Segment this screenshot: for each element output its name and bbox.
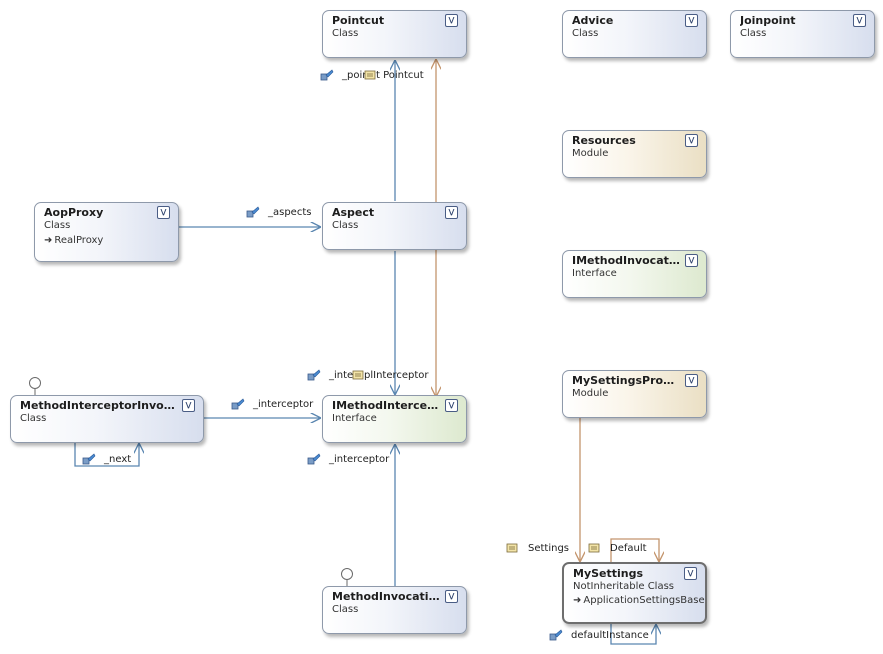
shape-title: MethodInterceptorInvoker bbox=[20, 399, 184, 412]
shape-resources[interactable]: Resources Module ⋁ bbox=[562, 130, 707, 178]
shape-kind: NotInheritable Class bbox=[573, 581, 675, 592]
association-invoker-next[interactable] bbox=[74, 442, 139, 467]
chevron-double-down-icon[interactable]: ⋁ bbox=[685, 374, 698, 387]
shape-aopproxy[interactable]: AopProxy Class ➜RealProxy ⋁ bbox=[34, 202, 179, 262]
association-mysettings-defaultinstance[interactable] bbox=[610, 624, 656, 645]
shape-kind: Class bbox=[332, 604, 359, 615]
connector-label-pointcut-property: t Pointcut bbox=[376, 70, 424, 81]
property-icon bbox=[506, 543, 518, 553]
connector-label-default-instance: defaultInstance bbox=[571, 630, 649, 641]
chevron-double-down-icon[interactable]: ⋁ bbox=[685, 134, 698, 147]
shape-title: Joinpoint bbox=[740, 14, 796, 27]
chevron-double-down-icon[interactable]: ⋁ bbox=[445, 14, 458, 27]
shape-kind: Interface bbox=[332, 413, 377, 424]
shape-imethodinterceptor[interactable]: IMethodInterceptor Interface ⋁ bbox=[322, 395, 467, 443]
shape-methodinvocation[interactable]: MethodInvocation Class ⋁ bbox=[322, 586, 467, 634]
shape-imethodinvocation[interactable]: IMethodInvocation Interface ⋁ bbox=[562, 250, 707, 298]
connector-label-settings: Settings bbox=[528, 543, 570, 554]
shape-pointcut[interactable]: Pointcut Class ⋁ bbox=[322, 10, 467, 58]
chevron-double-down-icon[interactable]: ⋁ bbox=[685, 14, 698, 27]
shape-kind: Class bbox=[20, 413, 47, 424]
field-icon bbox=[307, 453, 321, 465]
shape-title: MySettings bbox=[573, 567, 644, 580]
shape-advice[interactable]: Advice Class ⋁ bbox=[562, 10, 707, 58]
shape-kind: Class bbox=[572, 28, 599, 39]
shape-title: Pointcut bbox=[332, 14, 385, 27]
shape-title: MethodInvocation bbox=[332, 590, 444, 603]
shape-title: Aspect bbox=[332, 206, 375, 219]
property-icon bbox=[588, 543, 600, 553]
connector-label-next: _next bbox=[104, 454, 132, 465]
connector-label-aspects: _aspects bbox=[268, 207, 312, 218]
field-icon bbox=[231, 398, 245, 410]
shape-title: Advice bbox=[572, 14, 614, 27]
shape-title: IMethodInvocation bbox=[572, 254, 689, 267]
shape-kind: Module bbox=[572, 148, 609, 159]
shape-mysettingsproperty[interactable]: MySettingsPrope… Module ⋁ bbox=[562, 370, 707, 418]
shape-kind: Class bbox=[332, 220, 359, 231]
property-icon bbox=[352, 370, 364, 380]
field-icon bbox=[320, 69, 334, 81]
field-icon bbox=[307, 369, 321, 381]
association-mysettings-default[interactable] bbox=[610, 538, 659, 562]
shape-kind: Class bbox=[332, 28, 359, 39]
connector-label-interceptor-property: plInterceptor bbox=[364, 370, 429, 381]
field-icon bbox=[246, 206, 260, 218]
chevron-double-down-icon[interactable]: ⋁ bbox=[853, 14, 866, 27]
shape-joinpoint[interactable]: Joinpoint Class ⋁ bbox=[730, 10, 875, 58]
chevron-double-down-icon[interactable]: ⋁ bbox=[445, 590, 458, 603]
shape-title: Resources bbox=[572, 134, 636, 147]
shape-title: IMethodInterceptor bbox=[332, 399, 454, 412]
connector-label-interceptor-field: _inte bbox=[329, 370, 354, 381]
arrow-right-icon: ➜ bbox=[573, 595, 582, 606]
field-icon bbox=[82, 453, 96, 465]
chevron-double-down-icon[interactable]: ⋁ bbox=[445, 206, 458, 219]
connector-label-interceptor-invoker: _interceptor bbox=[253, 399, 314, 410]
field-icon bbox=[549, 629, 563, 641]
base-class-name: RealProxy bbox=[54, 235, 104, 246]
shape-kind: Module bbox=[572, 388, 609, 399]
chevron-double-down-icon[interactable]: ⋁ bbox=[157, 206, 170, 219]
chevron-double-down-icon[interactable]: ⋁ bbox=[445, 399, 458, 412]
property-icon bbox=[364, 70, 376, 80]
shape-aspect[interactable]: Aspect Class ⋁ bbox=[322, 202, 467, 250]
shape-title: MySettingsPrope… bbox=[572, 374, 690, 387]
base-class-name: ApplicationSettingsBase bbox=[583, 595, 705, 606]
base-class: ➜ApplicationSettingsBase bbox=[573, 594, 705, 607]
connector-label-interceptor-invocation: _interceptor bbox=[329, 454, 390, 465]
shape-title: AopProxy bbox=[44, 206, 104, 219]
lollipop-methodinterceptorinvoker bbox=[29, 377, 41, 395]
lollipop-methodinvocation bbox=[341, 568, 353, 586]
connector-label-pointcut-field: _poin bbox=[342, 70, 369, 81]
chevron-double-down-icon[interactable]: ⋁ bbox=[685, 254, 698, 267]
chevron-double-down-icon[interactable]: ⋁ bbox=[182, 399, 195, 412]
arrow-right-icon: ➜ bbox=[44, 235, 53, 246]
shape-methodinterceptorinvoker[interactable]: MethodInterceptorInvoker Class ⋁ bbox=[10, 395, 204, 443]
connector-label-default: Default bbox=[610, 543, 647, 554]
base-class: ➜RealProxy bbox=[44, 234, 170, 247]
shape-mysettings[interactable]: MySettings NotInheritable Class ➜Applica… bbox=[562, 562, 707, 624]
shape-kind: Class bbox=[44, 220, 71, 231]
chevron-double-down-icon[interactable]: ⋁ bbox=[684, 567, 697, 580]
shape-kind: Interface bbox=[572, 268, 617, 279]
shape-kind: Class bbox=[740, 28, 767, 39]
